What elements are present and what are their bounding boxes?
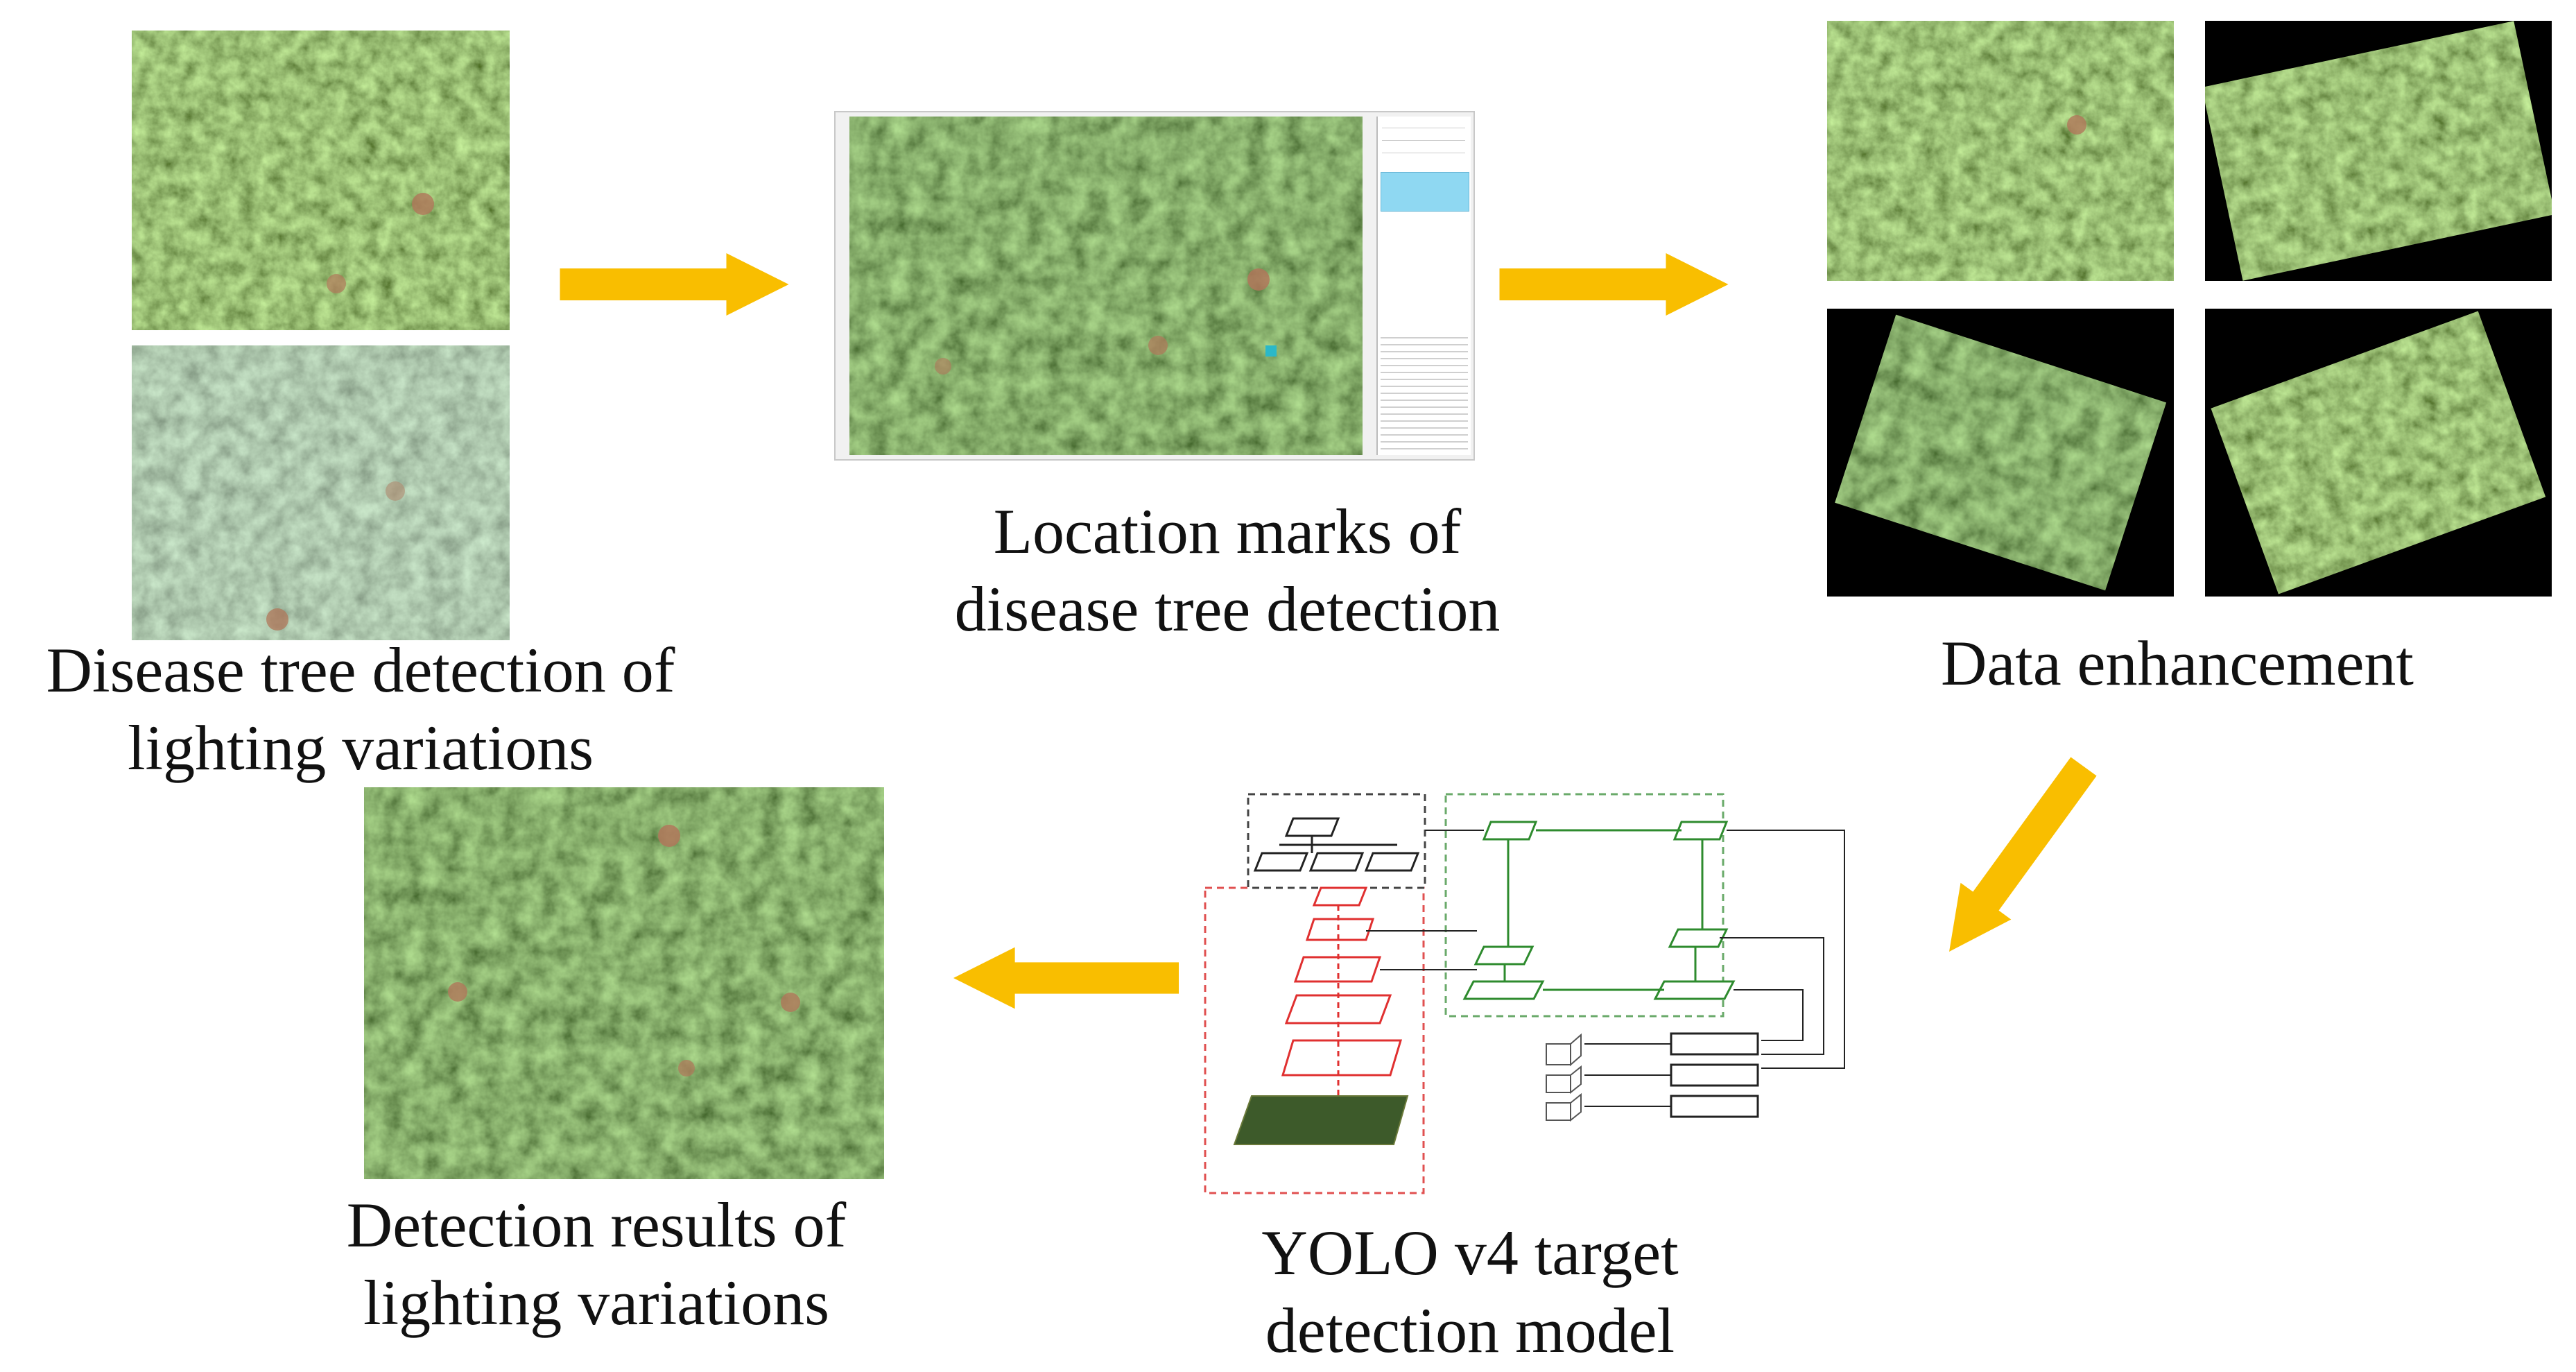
selected-label-highlight xyxy=(1381,172,1469,212)
spp-box xyxy=(1247,793,1426,889)
enhancement-caption: Data enhancement xyxy=(1941,628,2414,698)
input-image-hazy-light xyxy=(132,345,510,640)
augmented-image-rotated-3 xyxy=(2205,309,2552,597)
augmented-image-original xyxy=(1827,21,2174,281)
yolo-architecture-diagram xyxy=(1204,793,1845,1194)
detection-result-image xyxy=(364,787,884,1179)
arrow-right-icon xyxy=(1499,253,1729,316)
label-panel xyxy=(1376,117,1471,455)
panel-row xyxy=(1382,132,1465,141)
results-caption: Detection results of lighting variations xyxy=(346,1190,847,1338)
model-caption: YOLO v4 target detection model xyxy=(1261,1217,1679,1366)
annotation-tool-window xyxy=(834,111,1475,461)
panel-row xyxy=(1382,119,1465,128)
arrow-left-icon xyxy=(953,947,1179,1009)
input-caption: Disease tree detection of lighting varia… xyxy=(46,635,675,783)
annotated-image xyxy=(849,117,1363,455)
augmented-image-rotated-2 xyxy=(1827,309,2174,597)
panel-row xyxy=(1382,144,1465,153)
input-image-normal-light xyxy=(132,31,510,330)
augmented-image-rotated-1 xyxy=(2205,21,2552,281)
arrow-down-left-icon xyxy=(1928,756,2108,970)
file-list xyxy=(1381,332,1468,449)
neck-box xyxy=(1444,793,1724,1018)
arrow-right-icon xyxy=(560,253,789,316)
marks-caption: Location marks of disease tree detection xyxy=(954,496,1501,644)
